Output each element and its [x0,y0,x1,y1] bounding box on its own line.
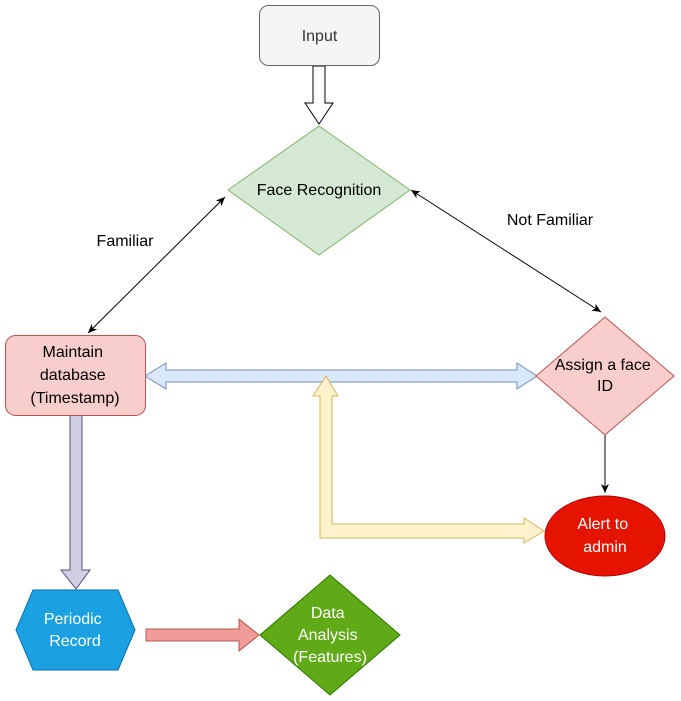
maintain-database-box [5,335,146,416]
data-analysis-label: Data Analysis (Features) [293,605,367,666]
alert-to-link-elbow-arrow [312,375,545,544]
assign-face-id-diamond [535,316,675,436]
periodic-record-label: Periodic Record [44,611,106,650]
face-recognition-label: Face Recognition [257,182,382,199]
not-familiar-connector [410,189,602,313]
input-to-face-block-arrow [304,65,334,125]
database-assign-double-arrow [144,362,538,390]
familiar-edge-label: Familiar [97,233,155,250]
alert-admin-label: Alert to admin [577,516,632,556]
maintain-database-label: Maintain database (Timestamp) [30,344,119,407]
periodic-to-analysis-arrow [145,617,260,653]
input-label: Input [302,28,338,45]
periodic-record-hexagon [15,589,136,671]
familiar-connector [87,196,226,334]
data-analysis-diamond [259,574,401,696]
input-box [259,5,380,66]
assign-face-id-label: Assign a face ID [555,357,656,395]
face-recognition-diamond [227,125,411,256]
database-to-periodic-arrow [59,414,91,590]
not-familiar-edge-label: Not Familiar [507,212,594,229]
alert-admin-ellipse [544,495,666,577]
